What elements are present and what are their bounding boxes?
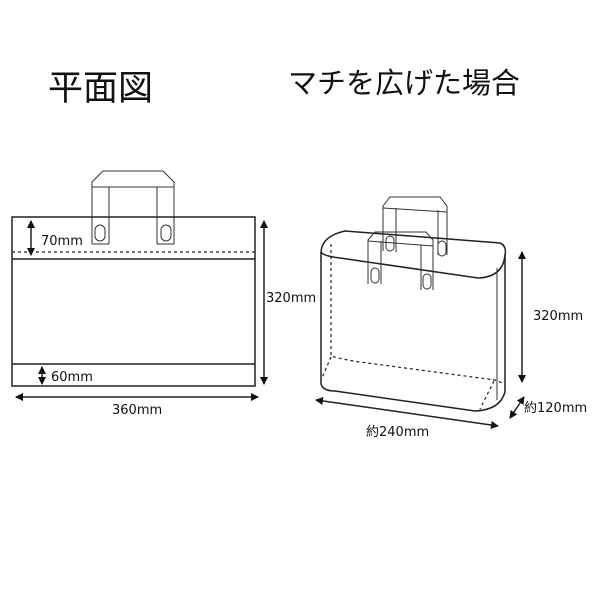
expanded-view-bag (320, 196, 507, 412)
front-handle (367, 231, 434, 290)
back-handle (382, 196, 448, 255)
expanded-view-title: マチを広げた場合 (288, 66, 520, 100)
dimension-arrow (315, 397, 499, 429)
handle-slot (94, 224, 106, 242)
top-band-label: 70mm (41, 234, 83, 249)
expanded-height-label: 320mm (533, 309, 583, 324)
height-label: 320mm (266, 291, 316, 306)
width-label: 360mm (112, 403, 162, 418)
bag-body (11, 216, 256, 387)
plan-view-bag (11, 170, 256, 387)
dimension-arrow (509, 396, 525, 419)
expanded-width-label: 約240mm (366, 425, 429, 440)
plan-view-title: 平面図 (48, 69, 153, 109)
gusset-label: 約120mm (524, 401, 587, 416)
bag-rim (320, 230, 507, 279)
handle-slot (160, 224, 172, 242)
handle (91, 170, 175, 244)
bottom-band-label: 60mm (51, 370, 93, 385)
